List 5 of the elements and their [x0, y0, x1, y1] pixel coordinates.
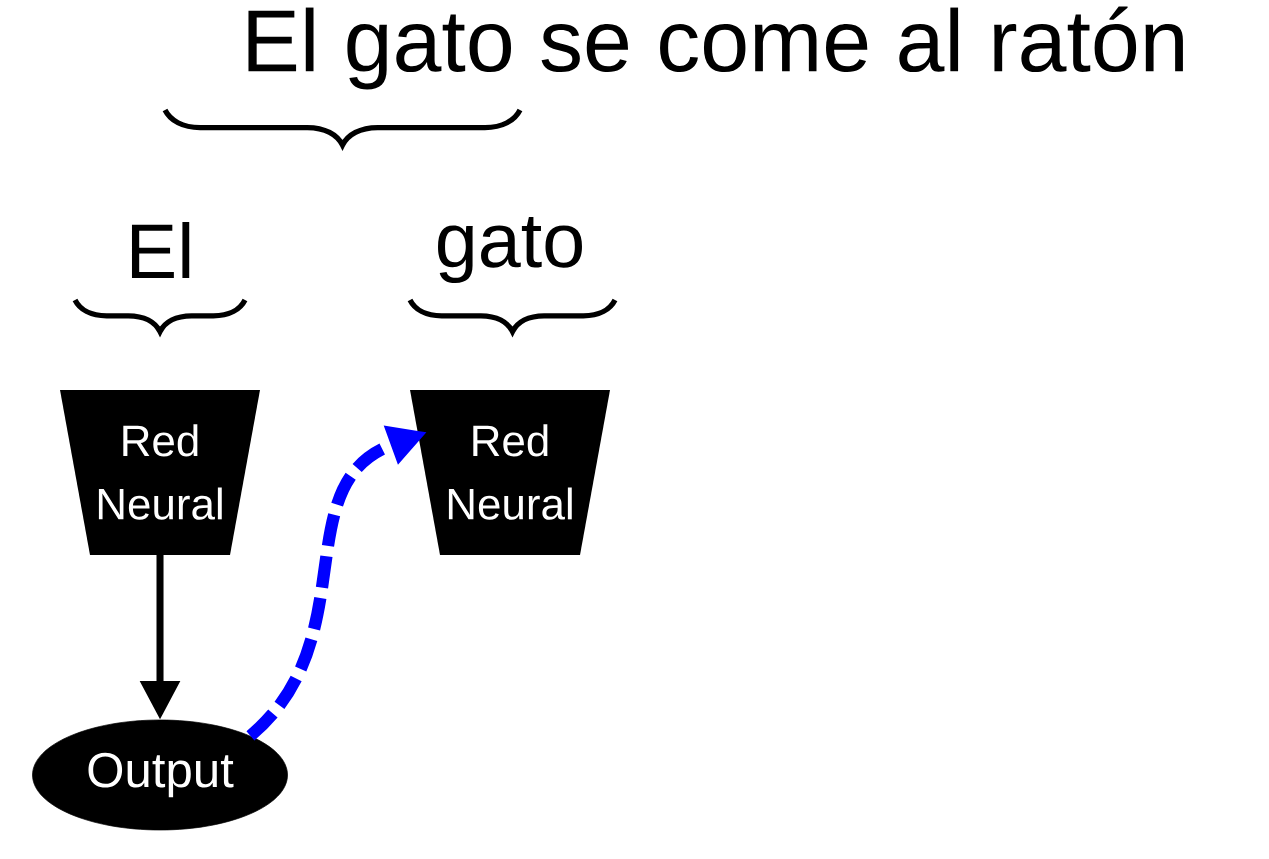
heading: El gato se come al ratón: [248, 6, 1183, 90]
neural-network-trapezoid: Red Neural: [410, 390, 610, 555]
word-label: El: [131, 222, 190, 278]
word-label: gato: [438, 217, 582, 283]
neural-network-trapezoid: Red Neural: [60, 390, 260, 555]
